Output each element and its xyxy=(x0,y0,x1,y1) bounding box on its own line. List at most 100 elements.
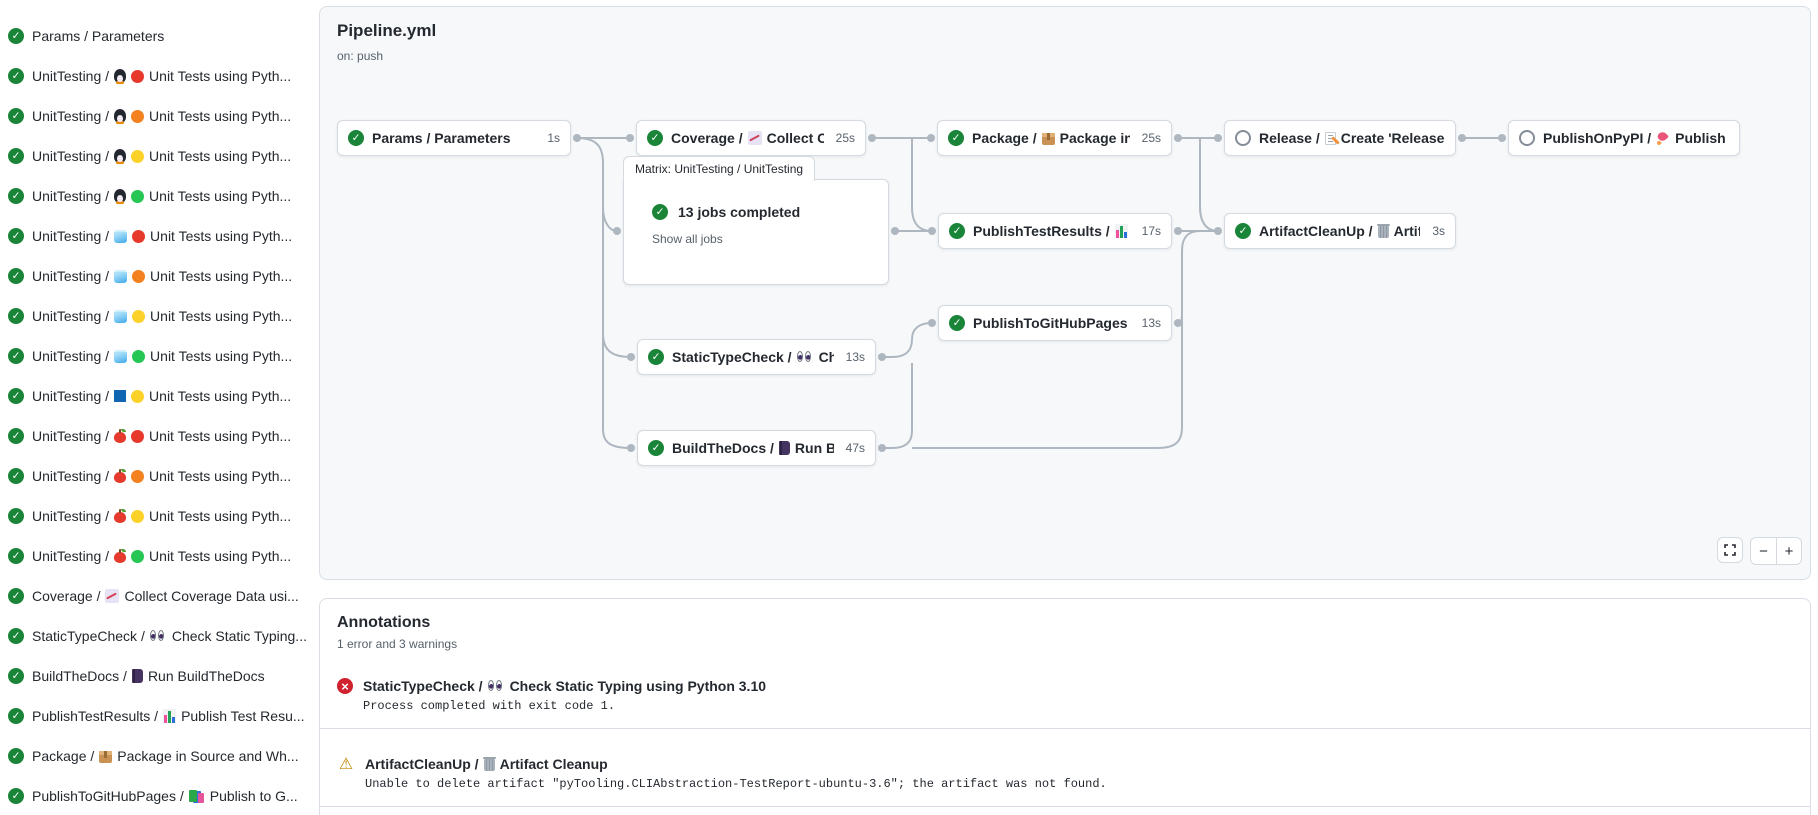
job-duration: 13s xyxy=(1141,316,1161,330)
success-icon xyxy=(8,108,24,124)
penguin-icon xyxy=(114,69,127,84)
sidebar-item-unittesting-windows-yellow[interactable]: UnitTesting /Unit Tests using Pyth... xyxy=(0,296,308,336)
eyes-icon xyxy=(487,679,505,693)
jobs-sidebar: Params / Parameters UnitTesting /Unit Te… xyxy=(0,0,308,815)
success-icon xyxy=(8,428,24,444)
job-duration: 1s xyxy=(547,131,560,145)
red-dot-icon xyxy=(131,69,145,83)
orange-dot-icon xyxy=(131,109,145,123)
node-release[interactable]: Release /Create 'Release P... xyxy=(1224,120,1456,156)
sidebar-item-package[interactable]: Package /Package in Source and Wh... xyxy=(0,736,308,776)
sidebar-item-unittesting-linux-orange[interactable]: UnitTesting /Unit Tests using Pyth... xyxy=(0,96,308,136)
sidebar-item-unittesting-macos-red[interactable]: UnitTesting /Unit Tests using Pyth... xyxy=(0,416,308,456)
job-duration: 3s xyxy=(1432,224,1445,238)
annotation-error-row: StaticTypeCheck / Check Static Typing us… xyxy=(337,678,1793,713)
zoom-out-button[interactable]: − xyxy=(1759,542,1768,560)
success-icon xyxy=(949,315,965,331)
success-icon xyxy=(8,748,24,764)
yellow-dot-icon xyxy=(131,389,145,403)
sidebar-item-unittesting-windows-orange[interactable]: UnitTesting /Unit Tests using Pyth... xyxy=(0,256,308,296)
sidebar-item-unittesting-linux-yellow[interactable]: UnitTesting /Unit Tests using Pyth... xyxy=(0,136,308,176)
success-icon xyxy=(8,548,24,564)
penguin-icon xyxy=(114,149,127,164)
fullscreen-button[interactable] xyxy=(1717,537,1743,563)
notebook-icon xyxy=(778,441,790,455)
eyes-icon xyxy=(149,629,167,643)
error-icon xyxy=(337,678,353,694)
success-icon xyxy=(8,708,24,724)
annotation-warning-detail: Unable to delete artifact "pyTooling.CLI… xyxy=(365,777,1107,791)
sidebar-item-statictypecheck[interactable]: StaticTypeCheck /Check Static Typing... xyxy=(0,616,308,656)
zoom-in-button[interactable]: + xyxy=(1776,538,1801,564)
red-dot-icon xyxy=(131,429,145,443)
annotations-summary: 1 error and 3 warnings xyxy=(337,637,458,651)
node-publishtestresults[interactable]: PublishTestResults /Pu... 17s xyxy=(938,213,1172,249)
sidebar-item-coverage[interactable]: Coverage /Collect Coverage Data usi... xyxy=(0,576,308,616)
ice-cube-icon xyxy=(114,309,128,323)
sidebar-item-publishtogithubpages[interactable]: PublishToGitHubPages /Publish to G... xyxy=(0,776,308,815)
node-params[interactable]: Params / Parameters 1s xyxy=(337,120,571,156)
node-publishonpypi[interactable]: PublishOnPyPI /Publish to ... xyxy=(1508,120,1740,156)
success-icon xyxy=(8,628,24,644)
matrix-tab[interactable]: Matrix: UnitTesting / UnitTesting xyxy=(623,156,816,181)
books-icon xyxy=(188,789,205,803)
chart-increasing-icon xyxy=(105,589,120,603)
green-dot-icon xyxy=(132,349,146,363)
sidebar-item-unittesting-mingw-yellow[interactable]: UnitTesting /Unit Tests using Pyth... xyxy=(0,376,308,416)
success-icon xyxy=(647,130,663,146)
wastebasket-icon xyxy=(482,756,496,771)
success-icon xyxy=(1235,223,1251,239)
eyes-icon xyxy=(796,350,814,364)
notebook-icon xyxy=(131,669,143,683)
sidebar-item-buildthedocs[interactable]: BuildTheDocs /Run BuildTheDocs xyxy=(0,656,308,696)
node-statictypecheck[interactable]: StaticTypeCheck /Chec... 13s xyxy=(637,339,876,375)
sidebar-item-unittesting-windows-green[interactable]: UnitTesting /Unit Tests using Pyth... xyxy=(0,336,308,376)
success-icon xyxy=(8,668,24,684)
sidebar-item-unittesting-macos-orange[interactable]: UnitTesting /Unit Tests using Pyth... xyxy=(0,456,308,496)
skipped-icon xyxy=(1519,130,1535,146)
node-publishtogithubpages[interactable]: PublishToGitHubPages /... 13s xyxy=(938,305,1172,341)
rocket-icon xyxy=(1656,131,1670,145)
annotations-title: Annotations xyxy=(337,614,431,631)
success-icon xyxy=(8,308,24,324)
sidebar-item-unittesting-windows-red[interactable]: UnitTesting /Unit Tests using Pyth... xyxy=(0,216,308,256)
node-coverage[interactable]: Coverage /Collect Cove... 25s xyxy=(636,120,866,156)
divider xyxy=(320,806,1810,807)
sidebar-item-unittesting-linux-red[interactable]: UnitTesting /Unit Tests using Pyth... xyxy=(0,56,308,96)
sidebar-item-unittesting-linux-green[interactable]: UnitTesting /Unit Tests using Pyth... xyxy=(0,176,308,216)
success-icon xyxy=(648,349,664,365)
sidebar-item-unittesting-macos-yellow[interactable]: UnitTesting /Unit Tests using Pyth... xyxy=(0,496,308,536)
success-icon xyxy=(8,268,24,284)
annotation-warning-link[interactable]: ArtifactCleanUp / Artifact Cleanup xyxy=(365,756,608,772)
workflow-graph-panel: Pipeline.yml on: push xyxy=(319,6,1811,580)
divider xyxy=(320,728,1810,729)
job-duration: 17s xyxy=(1141,224,1161,238)
package-icon xyxy=(1041,133,1055,145)
sidebar-item-publishtestresults[interactable]: PublishTestResults /Publish Test Resu... xyxy=(0,696,308,736)
show-all-jobs-link[interactable]: Show all jobs xyxy=(652,232,723,246)
ice-cube-icon xyxy=(114,349,128,363)
success-icon xyxy=(348,130,364,146)
memo-icon xyxy=(1324,131,1336,145)
node-buildthedocs[interactable]: BuildTheDocs /Run Buil... 47s xyxy=(637,430,876,466)
yellow-dot-icon xyxy=(132,309,146,323)
annotation-error-detail: Process completed with exit code 1. xyxy=(363,699,616,713)
node-package[interactable]: Package /Package in So... 25s xyxy=(937,120,1172,156)
sidebar-item-params[interactable]: Params / Parameters xyxy=(0,16,308,56)
success-icon xyxy=(8,148,24,164)
annotation-error-link[interactable]: StaticTypeCheck / Check Static Typing us… xyxy=(363,678,767,694)
penguin-icon xyxy=(114,189,127,204)
sidebar-item-unittesting-macos-green[interactable]: UnitTesting /Unit Tests using Pyth... xyxy=(0,536,308,576)
node-artifactcleanup[interactable]: ArtifactCleanUp /Artifac... 3s xyxy=(1224,213,1456,249)
chart-increasing-icon xyxy=(747,131,762,145)
red-dot-icon xyxy=(132,229,146,243)
ice-cube-icon xyxy=(114,269,128,283)
workflow-edges xyxy=(573,134,1506,452)
job-label: Params / Parameters xyxy=(32,28,165,44)
package-icon xyxy=(99,751,113,763)
skipped-icon xyxy=(1235,130,1251,146)
green-dot-icon xyxy=(131,189,145,203)
job-duration: 13s xyxy=(845,350,865,364)
matrix-card[interactable]: 13 jobs completed Show all jobs xyxy=(623,179,889,285)
